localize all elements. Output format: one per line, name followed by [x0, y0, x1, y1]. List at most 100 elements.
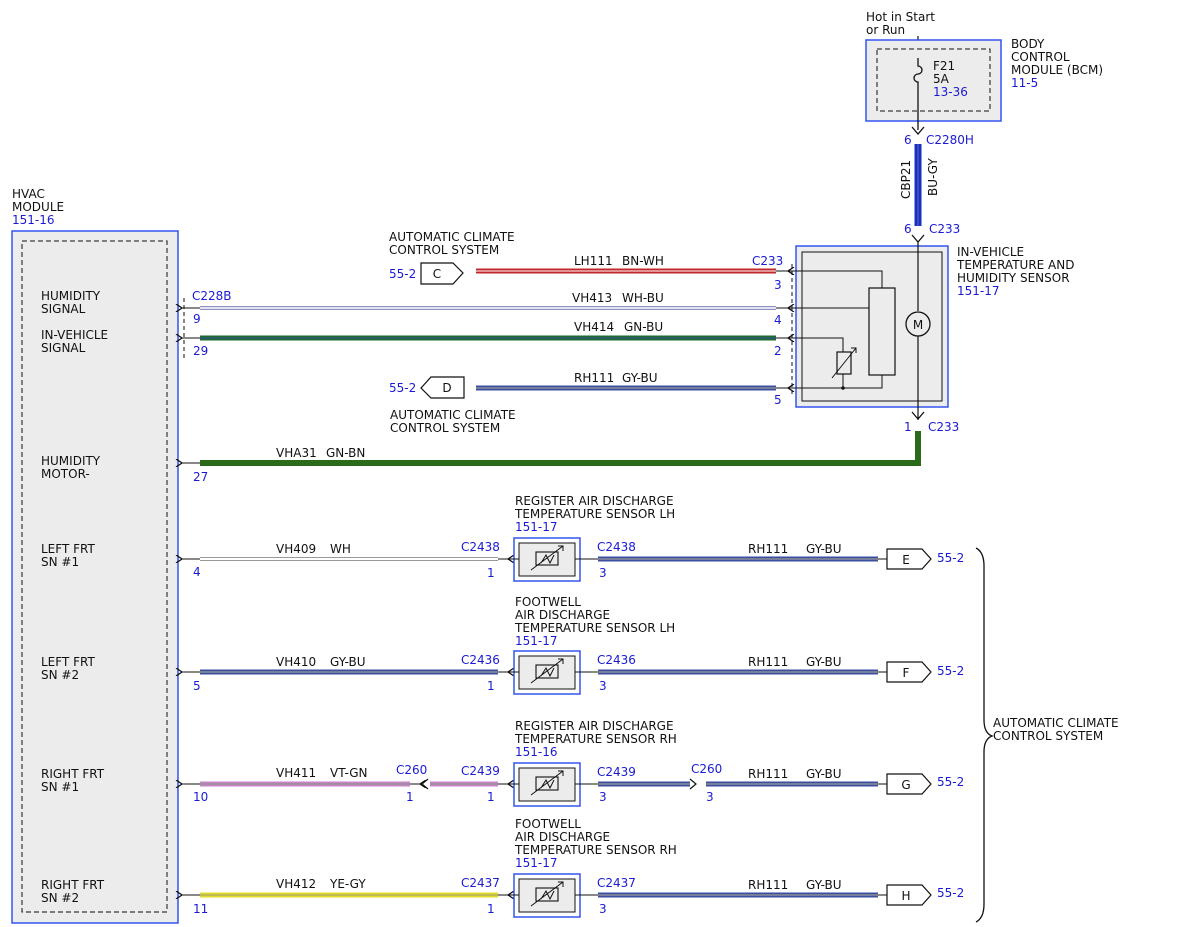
svg-text:SIGNAL: SIGNAL — [41, 302, 86, 316]
svg-text:LEFT FRT: LEFT FRT — [41, 655, 95, 669]
sensor-title: REGISTER AIR DISCHARGE — [515, 719, 674, 733]
offpage-label: E — [902, 553, 910, 567]
svg-text:MOTOR-: MOTOR- — [41, 467, 90, 481]
return-circuit: RH111 — [748, 878, 788, 892]
supply-connector-bottom: C233 — [929, 222, 960, 236]
return-circuit: RH111 — [748, 767, 788, 781]
lh111-color: BN-WH — [622, 254, 664, 268]
offpage-connector-f[interactable] — [886, 661, 932, 683]
acc-ref-brace-2: CONTROL SYSTEM — [993, 729, 1103, 743]
hvac-pin: 10 — [193, 790, 208, 804]
vh414-color: GN-BU — [624, 320, 663, 334]
bcm-ref-link[interactable]: 11-5 — [1011, 76, 1038, 90]
ihs-ground-connector: C233 — [928, 420, 959, 434]
inline-connector: C260 — [396, 763, 427, 777]
temp-sensor-row-register-lh: REGISTER AIR DISCHARGE TEMPERATURE SENSO… — [182, 494, 964, 582]
wire-vha31: 27 VHA31 GN-BN — [182, 431, 921, 484]
offpage-connector-g[interactable] — [886, 773, 932, 795]
hvac-connector-c228b: C228B — [192, 289, 232, 303]
bcm-supply-label-1: Hot in Start — [866, 10, 935, 24]
vh414-circuit: VH414 — [574, 320, 614, 334]
wire-circuit: VH410 — [276, 655, 316, 669]
sensor-ref-link[interactable]: 151-17 — [515, 520, 558, 534]
out-connector: C2437 — [597, 876, 636, 890]
offpage-ref-d[interactable]: 55-2 — [389, 381, 416, 395]
ihs-ground-pin: 1 — [904, 420, 912, 434]
hvac-signal-right-frt-sn2: RIGHT FRT SN #2 — [41, 878, 105, 905]
return-color: GY-BU — [806, 542, 842, 556]
hvac-title-2: MODULE — [12, 200, 64, 214]
fuse-ref-link[interactable]: 13-36 — [933, 85, 968, 99]
ihs-title-2: TEMPERATURE AND — [956, 258, 1075, 272]
bcm-title-1: BODY — [1011, 37, 1045, 51]
acc-ref-brace-1: AUTOMATIC CLIMATE — [993, 716, 1119, 730]
sensor-title: REGISTER AIR DISCHARGE — [515, 494, 674, 508]
offpage-label-c: C — [433, 267, 441, 281]
out-connector: C2439 — [597, 765, 636, 779]
hvac-signal-right-frt-sn1: RIGHT FRT SN #1 — [41, 767, 105, 794]
offpage-ref-link[interactable]: 55-2 — [937, 775, 964, 789]
offpage-label: H — [901, 889, 910, 903]
vha31-color: GN-BN — [326, 446, 365, 460]
bcm-pin: 6 — [904, 133, 912, 147]
temp-sensor-row-footwell-lh: FOOTWELL AIR DISCHARGE TEMPERATURE SENSO… — [182, 595, 964, 695]
hvac-pin: 5 — [193, 679, 201, 693]
hvac-box — [11, 230, 179, 924]
sensor-ref-link[interactable]: 151-17 — [515, 634, 558, 648]
offpage-ref-link[interactable]: 55-2 — [937, 551, 964, 565]
wire-color: YE-GY — [329, 877, 366, 891]
hvac-pin: 4 — [193, 565, 201, 579]
svg-text:RIGHT FRT: RIGHT FRT — [41, 878, 105, 892]
return-circuit: RH111 — [748, 542, 788, 556]
sensor-title: TEMPERATURE SENSOR RH — [514, 843, 677, 857]
return-color: GY-BU — [806, 767, 842, 781]
fuse-rating: 5A — [933, 72, 950, 86]
supply-wire-cbp21: CBP21 BU-GY 6 C233 — [899, 144, 960, 243]
sensor-ref-link[interactable]: 151-16 — [515, 745, 558, 759]
brace-icon — [975, 547, 994, 923]
hvac-ref-link[interactable]: 151-16 — [12, 213, 55, 227]
offpage-connector-c[interactable] — [420, 262, 464, 285]
wire-vh414: 29 VH414 GN-BU 2 — [182, 320, 788, 358]
svg-text:SN #1: SN #1 — [41, 780, 79, 794]
vh413-sensor-pin: 4 — [774, 313, 782, 327]
vh414-sensor-pin: 2 — [774, 344, 782, 358]
offpage-connector-d[interactable] — [420, 376, 465, 399]
wire-lh111: AUTOMATIC CLIMATE CONTROL SYSTEM 55-2 C … — [389, 230, 788, 292]
sensor-title: TEMPERATURE SENSOR LH — [514, 507, 675, 521]
rh111-top-sensor-pin: 5 — [774, 393, 782, 407]
offpage-connector-e[interactable] — [886, 548, 932, 570]
in-pin: 1 — [487, 679, 495, 693]
hvac-signal-left-frt-sn2: LEFT FRT SN #2 — [41, 655, 95, 682]
out-pin: 3 — [599, 790, 607, 804]
hvac-module: HVAC MODULE 151-16 HUMIDITY SIGNAL IN-VE… — [11, 187, 179, 924]
vh414-hvac-pin: 29 — [193, 344, 208, 358]
vh413-color: WH-BU — [622, 291, 664, 305]
vha31-hvac-pin: 27 — [193, 470, 208, 484]
sensor-title: FOOTWELL — [515, 595, 581, 609]
ihs-ref-link[interactable]: 151-17 — [957, 284, 1000, 298]
motor-symbol: M — [913, 318, 923, 332]
body-control-module: Hot in Start or Run F21 5A 13-36 BODY CO… — [865, 10, 1103, 147]
hvac-signal-left-frt-sn1: LEFT FRT SN #1 — [41, 542, 95, 569]
hvac-title-1: HVAC — [12, 187, 45, 201]
rh111-top-color: GY-BU — [622, 371, 658, 385]
offpage-ref-link[interactable]: 55-2 — [937, 886, 964, 900]
acc-ref-mid-1: AUTOMATIC CLIMATE — [390, 408, 516, 422]
out-connector: C2436 — [597, 653, 636, 667]
in-connector: C2438 — [461, 540, 500, 554]
out-inline-connector: C260 — [691, 762, 722, 776]
hvac-inner-box — [21, 240, 168, 913]
offpage-ref-link[interactable]: 55-2 — [937, 664, 964, 678]
bcm-supply-label-2: or Run — [866, 23, 905, 37]
hvac-signal-humidity-motor: HUMIDITY MOTOR- — [41, 454, 101, 481]
sensor-ref-link[interactable]: 151-17 — [515, 856, 558, 870]
svg-text:HUMIDITY: HUMIDITY — [41, 289, 101, 303]
vh413-circuit: VH413 — [572, 291, 612, 305]
offpage-ref-c[interactable]: 55-2 — [389, 267, 416, 281]
temp-sensor-row-footwell-rh: FOOTWELL AIR DISCHARGE TEMPERATURE SENSO… — [182, 817, 964, 918]
offpage-connector-h[interactable] — [886, 884, 932, 906]
return-color: GY-BU — [806, 878, 842, 892]
in-pin: 1 — [487, 902, 495, 916]
